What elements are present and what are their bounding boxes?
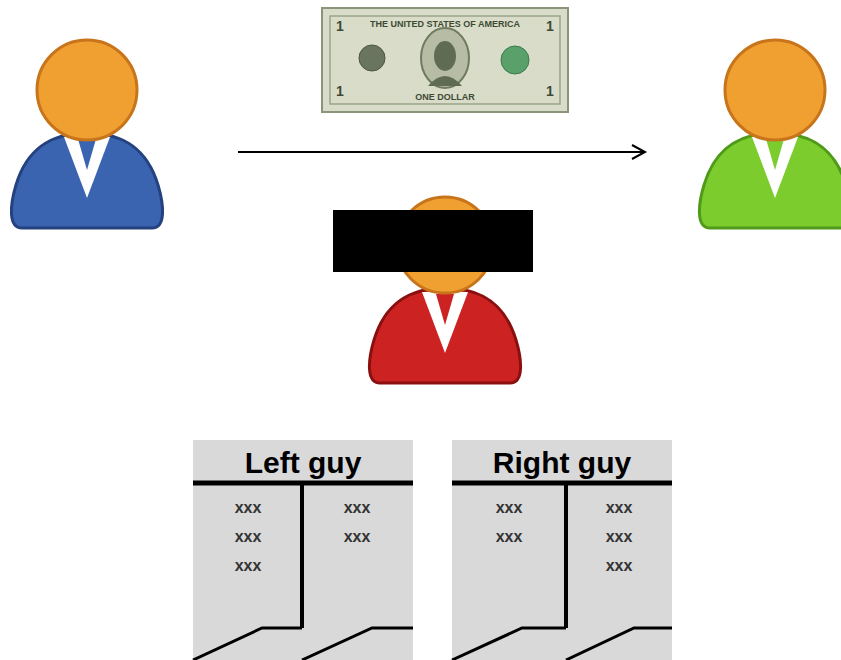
table-cell: xxx bbox=[344, 498, 371, 518]
ledger-box: Right guy xxx xxx xxx xxx xxx bbox=[452, 440, 672, 660]
bill-text: 1 bbox=[546, 84, 554, 99]
bill-portrait bbox=[421, 28, 469, 88]
bill-seal bbox=[359, 45, 385, 71]
blue-person bbox=[11, 40, 162, 228]
table-cell: xxx bbox=[606, 556, 633, 576]
table-cell: xxx bbox=[235, 556, 262, 576]
bill-border bbox=[330, 16, 560, 104]
eye-bar bbox=[333, 210, 533, 272]
green-person bbox=[699, 40, 841, 228]
bill-text: 1 bbox=[336, 84, 344, 99]
arrow-line bbox=[238, 151, 645, 153]
right-ledger bbox=[452, 440, 672, 660]
table-cell: xxx bbox=[606, 498, 633, 518]
table-cell: xxx bbox=[496, 498, 523, 518]
bill-text: THE UNITED STATES OF AMERICA bbox=[370, 20, 520, 30]
table-cell: xxx bbox=[606, 527, 633, 547]
bill-text: 1 bbox=[336, 19, 344, 34]
table-cell: xxx bbox=[235, 498, 262, 518]
ledger-heading: Right guy bbox=[452, 445, 672, 481]
bill-portrait-body bbox=[428, 76, 462, 86]
dollar-bill bbox=[322, 8, 568, 112]
bill-text: 1 bbox=[546, 19, 554, 34]
table-cell: xxx bbox=[235, 527, 262, 547]
table-cell: xxx bbox=[496, 527, 523, 547]
bill-green-seal bbox=[501, 46, 529, 74]
bill-text: ONE DOLLAR bbox=[415, 93, 475, 103]
bill-portrait-head bbox=[434, 41, 456, 71]
arrow-head bbox=[632, 145, 645, 159]
left-ledger bbox=[193, 440, 413, 660]
ledger-heading: Left guy bbox=[193, 445, 413, 481]
ledger-box: Left guy xxx xxx xxx xxx xxx bbox=[193, 440, 413, 660]
table-cell: xxx bbox=[344, 527, 371, 547]
